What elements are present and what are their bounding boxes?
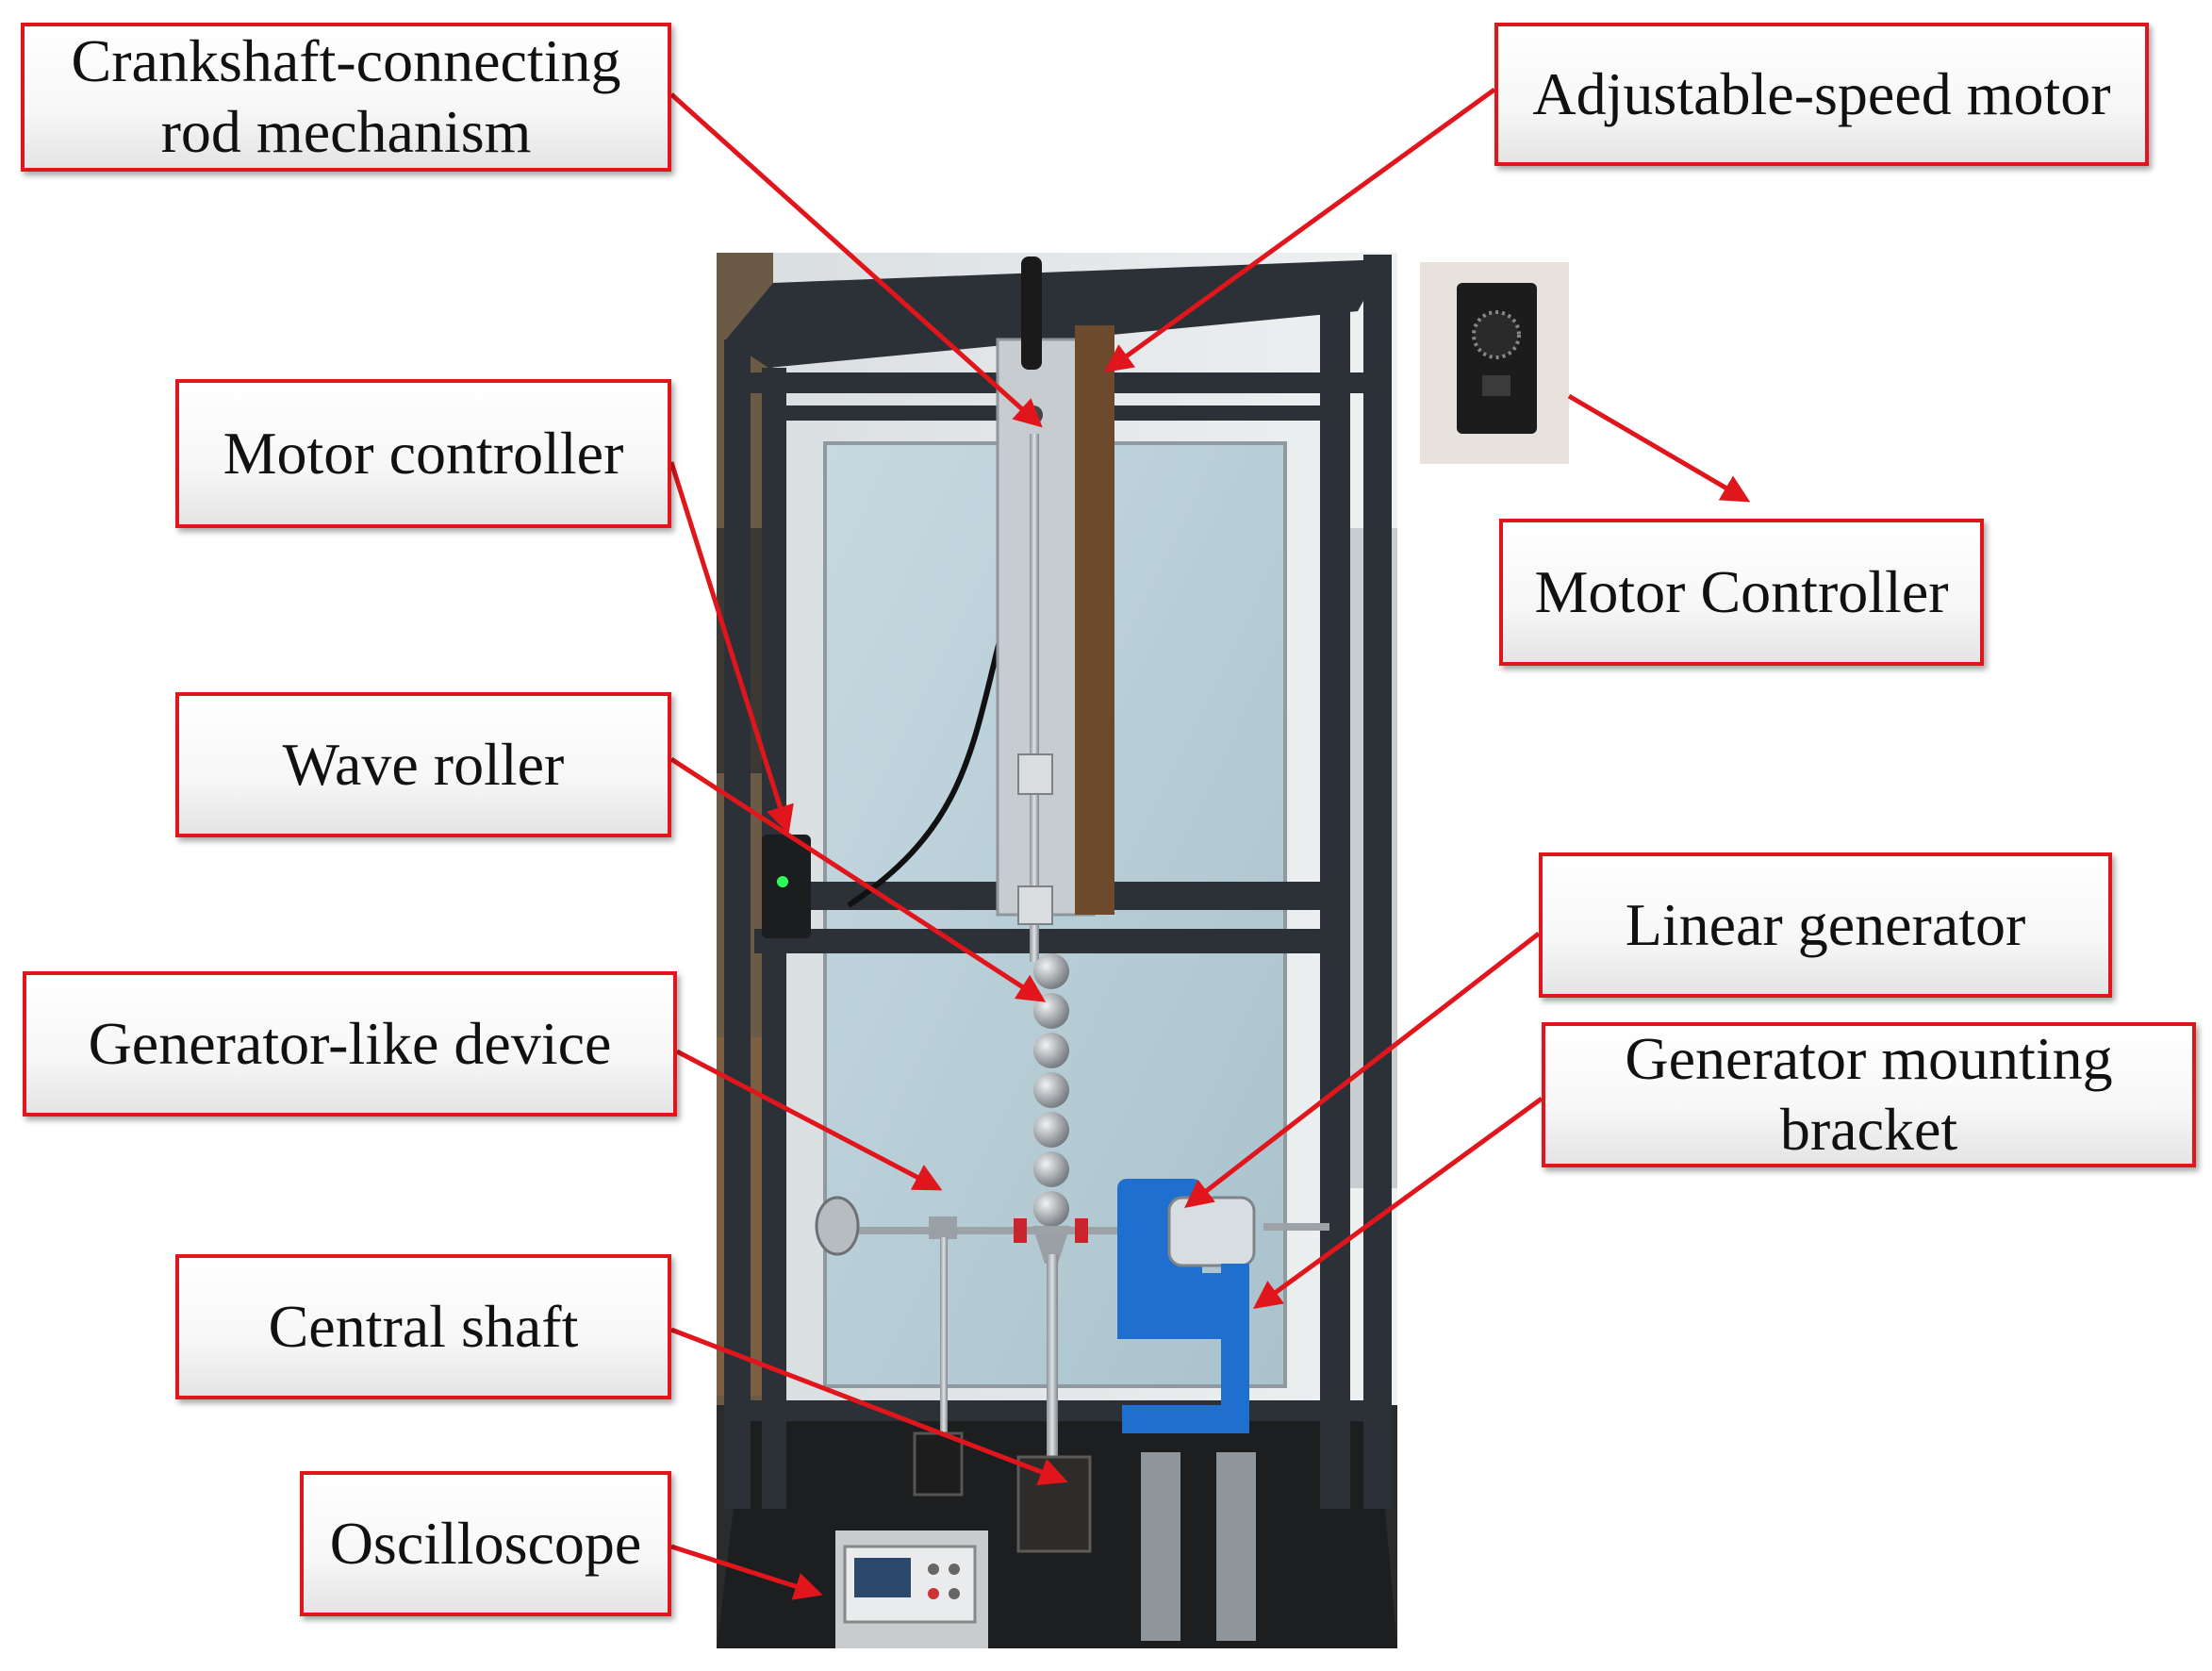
label-wave-roller: Wave roller <box>175 692 671 837</box>
coupling-left <box>1014 1218 1027 1243</box>
flywheel <box>815 1196 860 1256</box>
arrow-generator-like <box>675 1049 943 1191</box>
support-rod <box>940 1237 948 1462</box>
inset-oscilloscope <box>835 1530 988 1648</box>
pointer-arrows <box>669 87 1751 1600</box>
arrow-motor-controller-left <box>669 461 794 835</box>
label-generator-like: Generator-like device <box>23 971 677 1117</box>
central-shaft-base <box>1016 1455 1092 1553</box>
arrow-oscilloscope <box>670 1544 823 1600</box>
horizontal-axle <box>849 1227 1207 1234</box>
label-motor-controller-right: Motor Controller <box>1499 519 1984 666</box>
steel-frame <box>724 255 1392 1509</box>
inset-motor-controller <box>1420 262 1569 464</box>
label-adjustable-motor: Adjustable-speed motor <box>1494 23 2149 166</box>
arrow-central-shaft <box>670 1327 1068 1486</box>
label-oscilloscope: Oscilloscope <box>300 1471 671 1616</box>
arrow-linear-generator <box>1184 932 1541 1209</box>
coupling-right <box>1075 1218 1088 1243</box>
label-mounting-bracket: Generator mounting bracket <box>1542 1022 2196 1167</box>
controller-led-icon <box>777 876 788 887</box>
rail-left <box>1141 1452 1180 1641</box>
controller-box <box>762 835 811 938</box>
label-central-shaft: Central shaft <box>175 1254 671 1399</box>
weight-cup <box>913 1431 964 1497</box>
linear-generator-body <box>1167 1196 1256 1267</box>
rail-right <box>1216 1452 1256 1641</box>
arrow-adjustable-motor <box>1103 87 1496 372</box>
connecting-rod <box>1030 434 1039 962</box>
crank-arm <box>1021 256 1042 370</box>
axle-right <box>1263 1223 1329 1231</box>
slider-block-upper <box>1017 753 1053 795</box>
arrow-mounting-bracket <box>1252 1096 1543 1309</box>
central-shaft-rod <box>1047 1254 1058 1462</box>
power-cable <box>847 640 1002 908</box>
slider-block-lower <box>1017 885 1053 925</box>
motor-column <box>1075 325 1114 915</box>
bracket-base <box>1122 1405 1245 1433</box>
arrow-crankshaft <box>669 92 1043 428</box>
arrow-wave-roller <box>669 756 1047 1002</box>
label-crankshaft: Crankshaft-connecting rod mechanism <box>21 23 671 172</box>
shaft-clamp <box>929 1216 957 1239</box>
label-motor-controller-left: Motor controller <box>175 379 671 528</box>
label-linear-generator: Linear generator <box>1539 852 2112 998</box>
arrow-motor-controller-right <box>1567 393 1751 503</box>
